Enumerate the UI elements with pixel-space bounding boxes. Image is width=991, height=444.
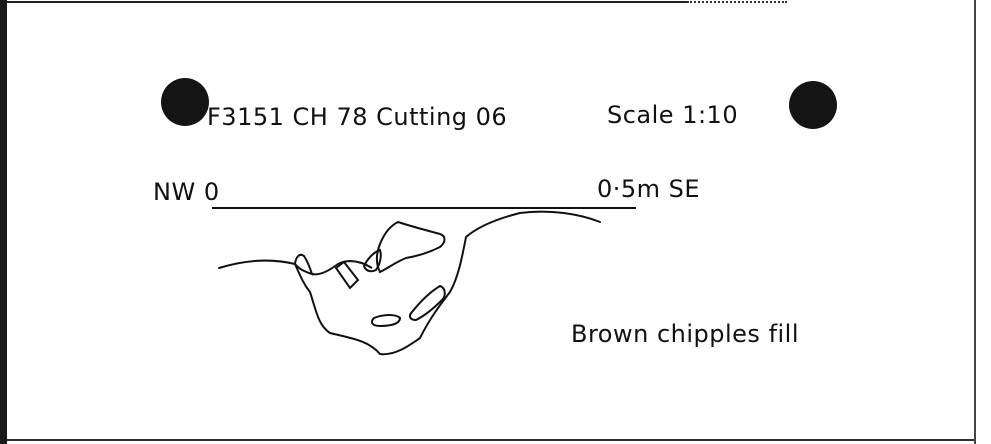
sheet-top-dotted-edge	[687, 1, 787, 3]
stone-small-mid	[362, 248, 382, 273]
sheet-left-edge	[0, 0, 7, 444]
sheet-right-edge	[974, 0, 976, 444]
stone-left-lip	[293, 253, 314, 276]
record-title: F3151 CH 78 Cutting 06	[207, 103, 508, 131]
section-profile	[218, 210, 601, 356]
sheet-bottom-edge	[7, 439, 975, 441]
scale-bar-left-label: NW 0	[153, 178, 220, 206]
drawing-scale: Scale 1:10	[607, 101, 739, 129]
stone-square	[334, 260, 360, 290]
scale-bar-right-label: 0·5m SE	[597, 175, 701, 203]
sheet-top-edge	[7, 1, 687, 3]
punch-hole-right	[789, 81, 837, 129]
cut-wall-line	[311, 260, 373, 276]
fill-description: Brown chipples fill	[571, 320, 800, 348]
stone-right-slope	[408, 284, 446, 322]
punch-hole-left	[161, 78, 209, 126]
stone-oval	[371, 314, 402, 328]
stone-large-upper	[376, 220, 446, 274]
